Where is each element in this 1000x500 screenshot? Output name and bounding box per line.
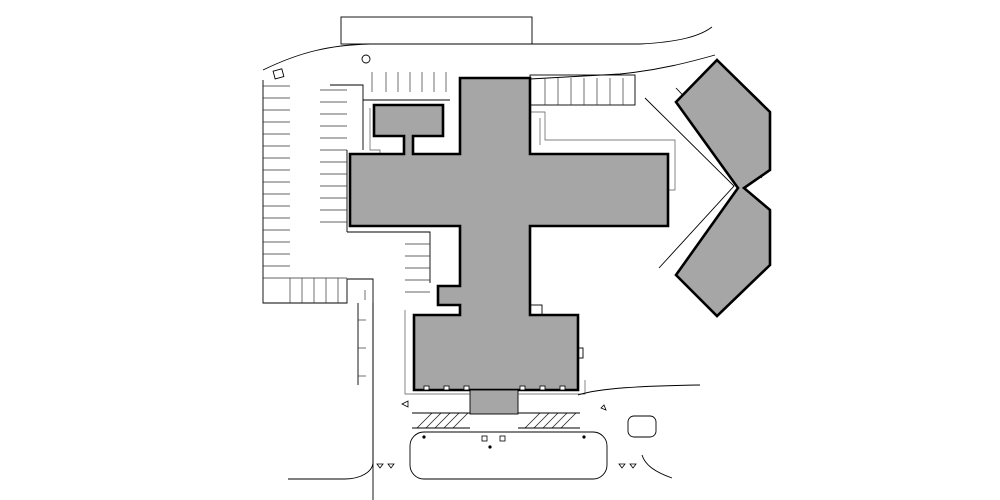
east-annex (577, 347, 584, 359)
south-entry (469, 389, 519, 415)
northeast-parking (529, 74, 636, 106)
crosswalk-hatch-right (518, 412, 580, 429)
tree-marker (361, 54, 371, 64)
southeast-curb (641, 454, 673, 479)
main-building (348, 76, 670, 392)
south-wing-walkway (404, 310, 586, 395)
island-markers (422, 435, 586, 449)
utility-marker (272, 68, 285, 80)
north-structure (340, 16, 533, 45)
dropoff-island (409, 431, 608, 480)
southwest-road (288, 303, 374, 480)
walkway-east (530, 111, 676, 191)
walkway-west (369, 108, 381, 155)
southeast-pad (627, 415, 657, 438)
east-building (674, 58, 772, 318)
southwest-road-ticks (358, 290, 366, 377)
north-parking-stalls (371, 72, 447, 92)
northeast-parking-stalls (544, 78, 624, 105)
inner-parking-stalls (405, 243, 430, 293)
southwest-annex (529, 304, 543, 316)
west-parking-inner (330, 84, 450, 283)
west-parking-stalls-bottom (263, 277, 347, 303)
north-road-edge-lower (529, 54, 716, 80)
north-road-edge (262, 26, 713, 71)
south-drive-edge (577, 384, 701, 396)
west-parking-outline (262, 80, 374, 500)
west-parking-stalls-right (320, 89, 347, 223)
crosswalk-hatch-left (412, 412, 470, 429)
west-parking-stalls-left (263, 85, 290, 267)
direction-arrows (376, 400, 637, 469)
facade-notches (423, 385, 566, 391)
east-road-edge-outer (644, 97, 735, 269)
